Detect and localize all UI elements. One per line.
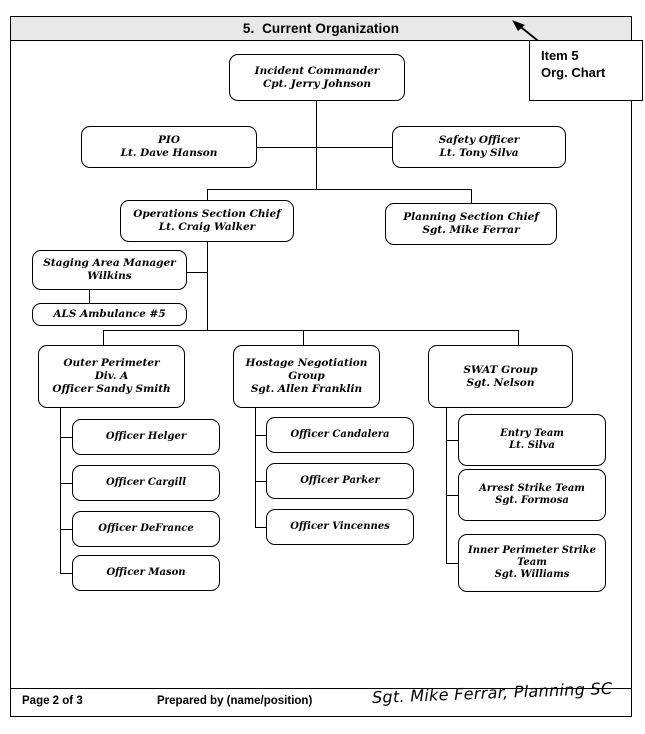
node-line-2: Lt. Silva — [509, 440, 555, 451]
node-line-1: Arrest Strike Team — [479, 483, 585, 494]
connector-outer-m1 — [60, 437, 72, 439]
connector-pio — [257, 147, 317, 149]
callout-line-1: Item 5 — [541, 48, 579, 63]
node-swat-group[interactable]: SWAT Group Sgt. Nelson — [428, 345, 573, 408]
connector-swat-rail — [446, 408, 448, 563]
connector-hostage-rail — [255, 408, 257, 528]
node-line-2: Lt. Tony Silva — [439, 147, 519, 159]
node-incident-commander[interactable]: Incident Commander Cpt. Jerry Johnson — [229, 54, 405, 101]
node-line-1: PIO — [158, 134, 180, 146]
node-hostage-negotiation-group[interactable]: Hostage Negotiation Group Sgt. Allen Fra… — [233, 345, 380, 408]
node-line-2: Sgt. Nelson — [466, 376, 535, 389]
node-line-1: Incident Commander — [254, 64, 380, 77]
connector-outer-m4 — [60, 573, 72, 575]
connector-ic-spine — [316, 101, 318, 190]
connector-outer-drop — [103, 330, 105, 346]
footer-prepared-by-label: Prepared by (name/position) — [157, 695, 313, 707]
node-pio[interactable]: PIO Lt. Dave Hanson — [81, 126, 257, 168]
node-line-1: ALS Ambulance #5 — [53, 308, 166, 320]
connector-hostage-drop — [303, 330, 305, 346]
connector-hostage-m3 — [255, 527, 266, 529]
connector-outer-m2 — [60, 483, 72, 485]
node-line-1: Hostage Negotiation — [245, 357, 368, 369]
node-line-2: Lt. Dave Hanson — [120, 147, 218, 159]
node-safety-officer[interactable]: Safety Officer Lt. Tony Silva — [392, 126, 566, 168]
node-line-2: Team — [517, 557, 547, 568]
connector-hostage-m2 — [255, 481, 266, 483]
connector-sections-bar — [207, 189, 472, 191]
node-line-1: Planning Section Chief — [403, 211, 539, 223]
node-line-2: Cpt. Jerry Johnson — [262, 77, 372, 90]
node-line-1: Officer Mason — [106, 567, 186, 578]
node-swat-team-2[interactable]: Arrest Strike Team Sgt. Formosa — [458, 469, 606, 521]
connector-ops-drop — [207, 189, 209, 201]
node-outer-member-2[interactable]: Officer Cargill — [72, 465, 220, 501]
node-line-1: SWAT Group — [463, 363, 538, 376]
footer-divider — [11, 688, 631, 689]
node-line-3: Sgt. Williams — [494, 569, 570, 580]
callout-item-5: Item 5 Org. Chart — [529, 40, 643, 101]
node-line-3: Officer Sandy Smith — [52, 383, 171, 395]
footer-page-number: Page 2 of 3 — [22, 695, 83, 707]
node-line-1: Officer Cargill — [105, 477, 187, 488]
connector-als — [89, 290, 91, 303]
connector-hostage-m1 — [255, 435, 266, 437]
connector-swat-t3 — [446, 563, 458, 565]
connector-swat-drop — [518, 330, 520, 346]
node-line-2: Lt. Craig Walker — [158, 221, 256, 233]
node-line-1: Officer DeFrance — [98, 523, 194, 534]
connector-ops-spine — [207, 242, 209, 331]
node-line-1: Inner Perimeter Strike — [468, 545, 596, 556]
connector-outer-m3 — [60, 529, 72, 531]
node-line-1: Entry Team — [500, 428, 564, 439]
node-operations-section-chief[interactable]: Operations Section Chief Lt. Craig Walke… — [120, 200, 294, 242]
node-hostage-member-1[interactable]: Officer Candalera — [266, 417, 414, 453]
connector-safety — [316, 147, 393, 149]
node-swat-team-1[interactable]: Entry Team Lt. Silva — [458, 414, 606, 466]
node-line-2: Sgt. Mike Ferrar — [422, 224, 520, 236]
node-line-2: Group — [288, 370, 325, 382]
node-line-1: Officer Parker — [300, 475, 380, 486]
section-header-bar: 5. Current Organization — [11, 17, 631, 41]
node-hostage-member-3[interactable]: Officer Vincennes — [266, 509, 414, 545]
node-line-1: Safety Officer — [438, 134, 520, 146]
callout-line-2: Org. Chart — [541, 65, 606, 80]
connector-swat-t2 — [446, 495, 458, 497]
node-outer-member-4[interactable]: Officer Mason — [72, 555, 220, 591]
node-line-2: Sgt. Formosa — [495, 495, 569, 506]
node-line-1: Staging Area Manager — [43, 257, 176, 269]
node-outer-perimeter[interactable]: Outer Perimeter Div. A Officer Sandy Smi… — [38, 345, 185, 408]
node-line-2: Wilkins — [87, 270, 132, 282]
node-outer-member-3[interactable]: Officer DeFrance — [72, 511, 220, 547]
node-line-1: Outer Perimeter — [63, 357, 160, 369]
node-hostage-member-2[interactable]: Officer Parker — [266, 463, 414, 499]
node-swat-team-3[interactable]: Inner Perimeter Strike Team Sgt. William… — [458, 534, 606, 592]
node-planning-section-chief[interactable]: Planning Section Chief Sgt. Mike Ferrar — [385, 203, 557, 245]
connector-groups-bar — [103, 330, 519, 332]
node-line-1: Officer Helger — [105, 431, 187, 442]
node-line-3: Sgt. Allen Franklin — [250, 383, 363, 395]
connector-planning-drop — [471, 189, 473, 203]
connector-outer-rail — [60, 408, 62, 574]
node-staging-area-manager[interactable]: Staging Area Manager Wilkins — [32, 250, 187, 290]
node-line-1: Officer Vincennes — [290, 521, 390, 532]
node-outer-member-1[interactable]: Officer Helger — [72, 419, 220, 455]
node-line-1: Officer Candalera — [290, 429, 390, 440]
node-als-ambulance[interactable]: ALS Ambulance #5 — [32, 303, 187, 326]
node-line-2: Div. A — [94, 370, 129, 382]
node-line-1: Operations Section Chief — [133, 208, 281, 220]
page-title: 5. Current Organization — [242, 21, 400, 36]
connector-swat-t1 — [446, 440, 458, 442]
connector-staging — [186, 272, 208, 274]
